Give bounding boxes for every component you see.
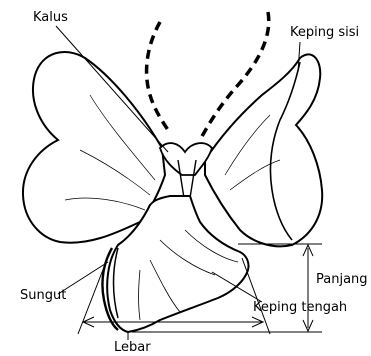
lebar-right-extension: [242, 258, 270, 334]
label-lebar: Lebar: [114, 340, 151, 355]
label-panjang: Panjang: [316, 272, 368, 287]
label-keping-sisi: Keping sisi: [290, 25, 359, 40]
label-sungut: Sungut: [20, 288, 66, 303]
right-side-lobe: [205, 54, 322, 246]
label-kalus: Kalus: [33, 10, 68, 25]
left-side-lobe: [23, 52, 165, 243]
label-keping-tengah: Keping tengah: [253, 300, 347, 315]
dashed-stem-left: [147, 22, 168, 130]
